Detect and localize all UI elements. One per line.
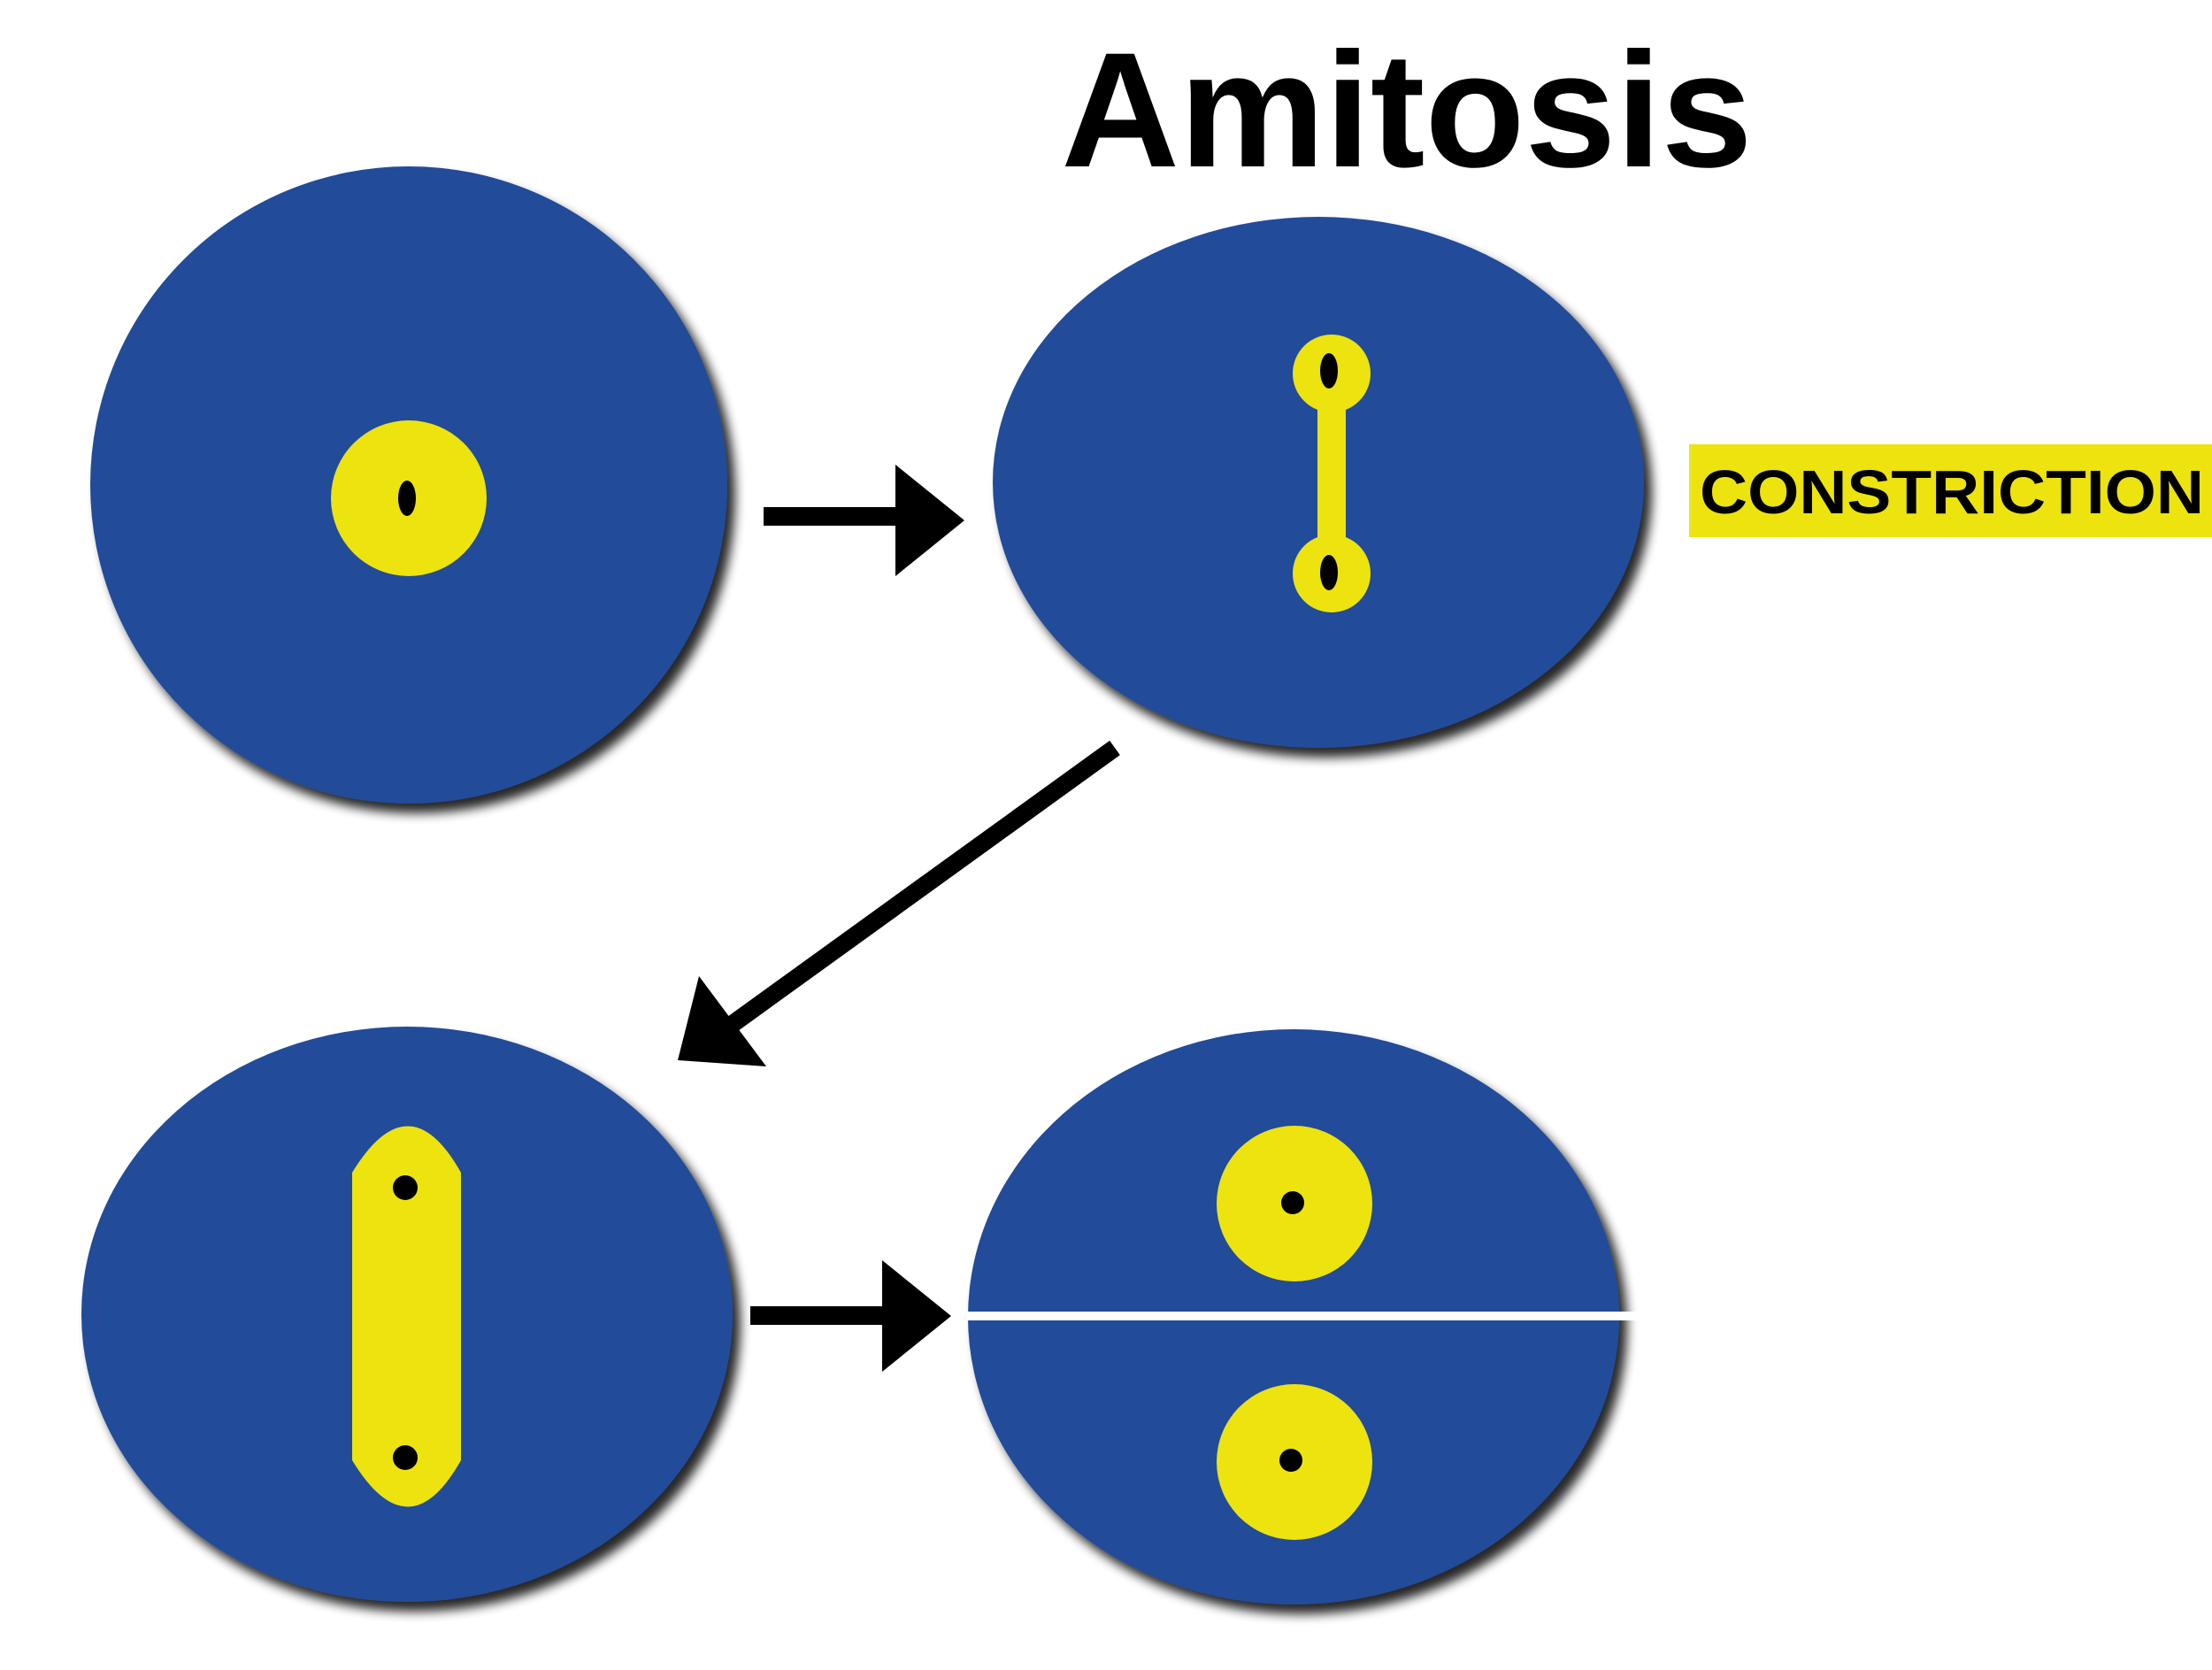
nucleolus: [1320, 555, 1338, 590]
elongated-nucleus: [352, 1126, 461, 1507]
division-line: [966, 1312, 1646, 1320]
nucleolus: [1320, 353, 1338, 389]
nucleolus: [393, 1445, 418, 1470]
nucleolus: [1281, 1191, 1304, 1214]
nucleolus: [393, 1175, 418, 1200]
stage-3-cell: [81, 1027, 733, 1602]
constriction-label: CONSTRICTION: [1689, 444, 2212, 537]
arrow-stage2-to-stage3: [678, 740, 1120, 1066]
nucleolus: [398, 481, 416, 516]
nucleolus: [1279, 1449, 1302, 1472]
constriction-label-text: CONSTRICTION: [1700, 458, 2204, 527]
stage-4-cell: [966, 1029, 1646, 1605]
arrow-stage1-to-stage2: [764, 465, 964, 576]
arrow-stage3-to-stage4: [750, 1260, 951, 1372]
stage-2-cell: [993, 217, 1644, 748]
diagram-title: Amitosis: [1061, 19, 1752, 202]
constricting-nucleus: [1293, 335, 1371, 612]
label-background: [1689, 444, 2212, 537]
stage-1-cell: [90, 166, 727, 804]
